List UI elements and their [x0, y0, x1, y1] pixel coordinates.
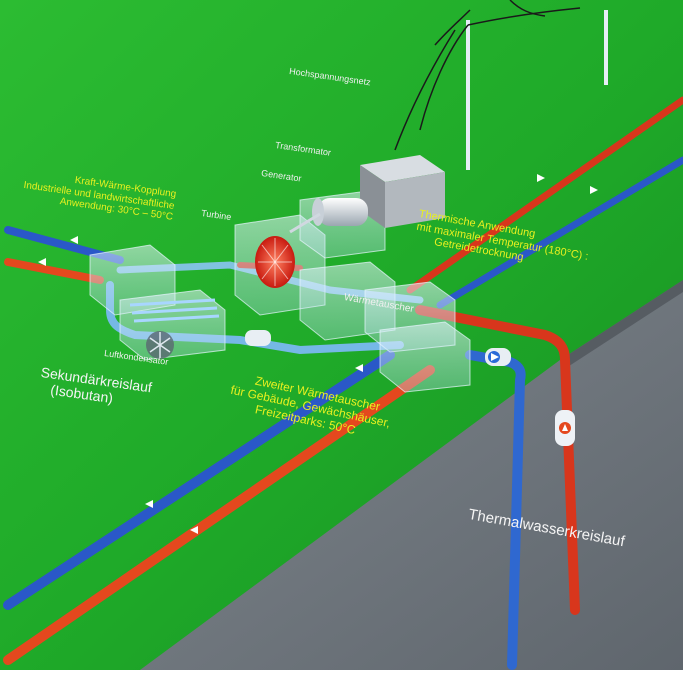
power-lines: [394, 0, 581, 151]
pylon-icon: [466, 10, 608, 170]
generator-icon: [289, 198, 368, 234]
turbine-icon: [255, 236, 295, 288]
flow-arrow-icon: [38, 174, 598, 534]
ground-cross-section: [140, 280, 683, 670]
pump-icon: [245, 330, 575, 446]
fan-icon: [129, 298, 220, 359]
ground-edge: [560, 280, 683, 368]
